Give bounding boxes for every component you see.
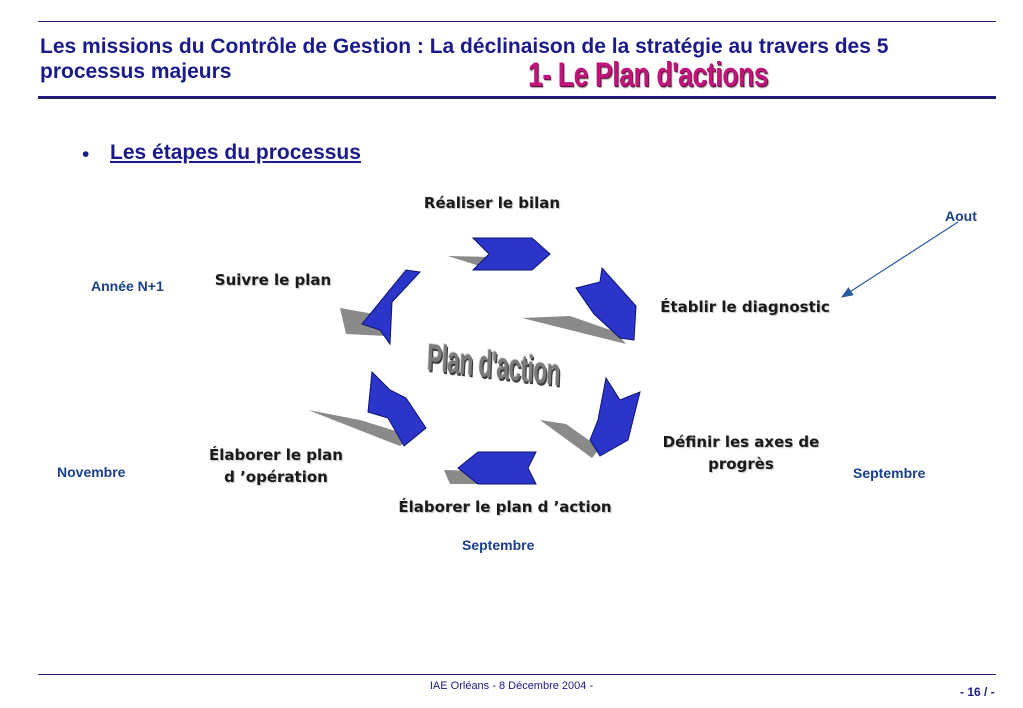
step-definir-axes-line2: progrès <box>708 455 774 473</box>
footer-rule <box>38 674 996 675</box>
chevron-arrow-icon <box>540 376 641 458</box>
note-septembre-right: Septembre <box>853 465 926 481</box>
step-realiser-bilan: Réaliser le bilan <box>412 192 572 214</box>
page-subtitle: 1- Le Plan d'actions <box>528 56 769 94</box>
step-definir-axes: Définir les axes de progrès <box>650 431 832 475</box>
chevron-arrow-icon <box>522 266 637 344</box>
pointer-arrow-icon <box>840 221 959 298</box>
note-septembre-bottom: Septembre <box>462 537 535 553</box>
note-novembre: Novembre <box>57 464 126 480</box>
note-aout: Aout <box>945 208 977 224</box>
step-realiser-bilan-label: Réaliser le bilan <box>423 194 561 212</box>
step-suivre-plan: Suivre le plan <box>206 269 340 291</box>
header-bottom-rule <box>38 96 996 99</box>
step-etablir-diagnostic-label: Établir le diagnostic <box>660 298 830 316</box>
chevron-arrow-icon <box>308 370 427 447</box>
step-suivre-plan-label: Suivre le plan <box>214 271 332 289</box>
page-number: - 16 / - <box>960 685 995 699</box>
step-etablir-diagnostic: Établir le diagnostic <box>652 296 838 318</box>
step-elaborer-plan-operation-line2: d ’opération <box>224 468 328 486</box>
step-elaborer-plan-action-label: Élaborer le plan d ’action <box>398 498 612 516</box>
section-heading: Les étapes du processus <box>110 141 361 164</box>
bullet-marker: • <box>82 143 90 166</box>
step-elaborer-plan-operation-line1: Élaborer le plan <box>209 446 343 464</box>
chevron-arrow-icon <box>340 269 422 346</box>
chevron-arrow-icon <box>448 237 551 271</box>
note-annee-n1: Année N+1 <box>91 278 164 294</box>
chevron-arrow-icon <box>444 451 537 485</box>
step-elaborer-plan-action: Élaborer le plan d ’action <box>390 496 620 518</box>
footer-text: IAE Orléans - 8 Décembre 2004 - <box>429 680 594 692</box>
header-top-rule <box>38 21 996 22</box>
step-definir-axes-line1: Définir les axes de <box>662 433 820 451</box>
page-title: Les missions du Contrôle de Gestion : La… <box>40 35 889 83</box>
step-elaborer-plan-operation: Élaborer le plan d ’opération <box>198 444 354 488</box>
